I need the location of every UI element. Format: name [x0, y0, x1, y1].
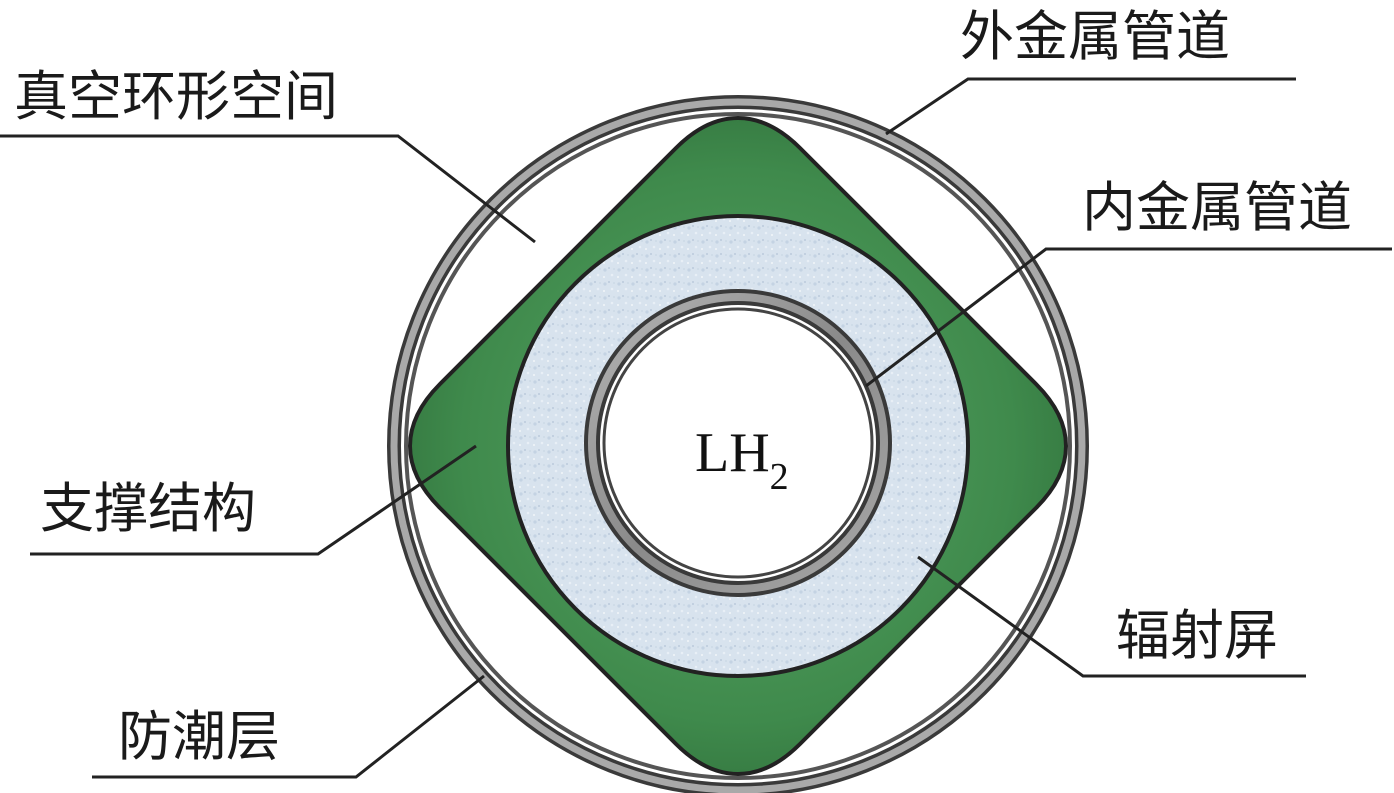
leader-inner-pipe	[865, 247, 1392, 388]
label-moisture-barrier: 防潮层	[118, 705, 280, 768]
leader-vacuum-annulus	[0, 134, 536, 244]
center-label-main: LH	[695, 422, 770, 484]
label-radiation-shield: 辐射屏	[1116, 604, 1278, 667]
label-vacuum-annulus: 真空环形空间	[14, 65, 338, 128]
leader-radiation-shield	[917, 555, 1306, 678]
leader-outer-pipe	[885, 77, 1296, 136]
outer-pipe-ring-highlight	[390, 98, 1086, 793]
label-outer-pipe: 外金属管道	[960, 5, 1230, 68]
leader-moisture-barrier	[92, 674, 485, 779]
inner-pipe-ring-highlight	[588, 293, 888, 593]
center-label-subscript: 2	[770, 456, 789, 498]
leader-support-structure	[30, 444, 477, 556]
center-label: LH2	[695, 422, 789, 498]
outer-pipe-inner-edge	[404, 112, 1072, 780]
inner-pipe-bore	[602, 307, 874, 579]
label-inner-pipe: 内金属管道	[1082, 176, 1352, 239]
label-support-structure: 支撑结构	[40, 477, 256, 540]
